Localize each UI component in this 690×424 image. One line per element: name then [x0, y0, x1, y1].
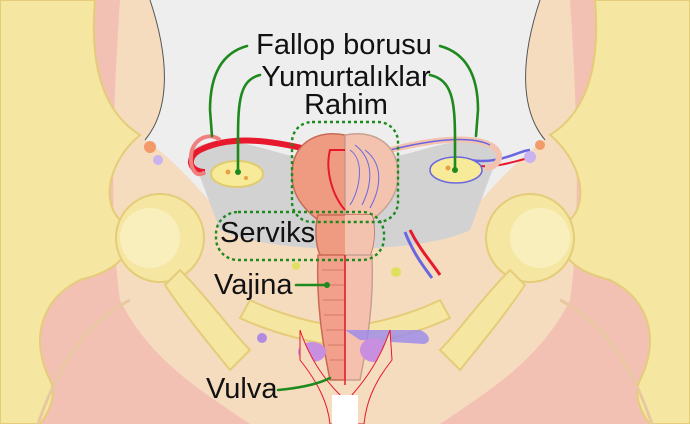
cervix: [315, 214, 375, 259]
leader-lines: [208, 44, 480, 392]
uterus-zone-outline: [290, 120, 400, 224]
cervix-zone-outline: [214, 210, 386, 262]
vulva: [298, 329, 429, 424]
label-ovaries: Yumurtalıklar: [261, 61, 431, 93]
label-vulva: Vulva: [206, 373, 278, 405]
fallopian-tubes: [188, 134, 502, 177]
label-uterus: Rahim: [304, 89, 388, 121]
label-cervix: Serviks: [220, 217, 315, 249]
blood-vessels: [144, 140, 545, 343]
uterus: [291, 133, 399, 223]
label-vagina: Vajina: [214, 269, 293, 301]
label-fallopian-tube: Fallop borusu: [256, 29, 432, 61]
